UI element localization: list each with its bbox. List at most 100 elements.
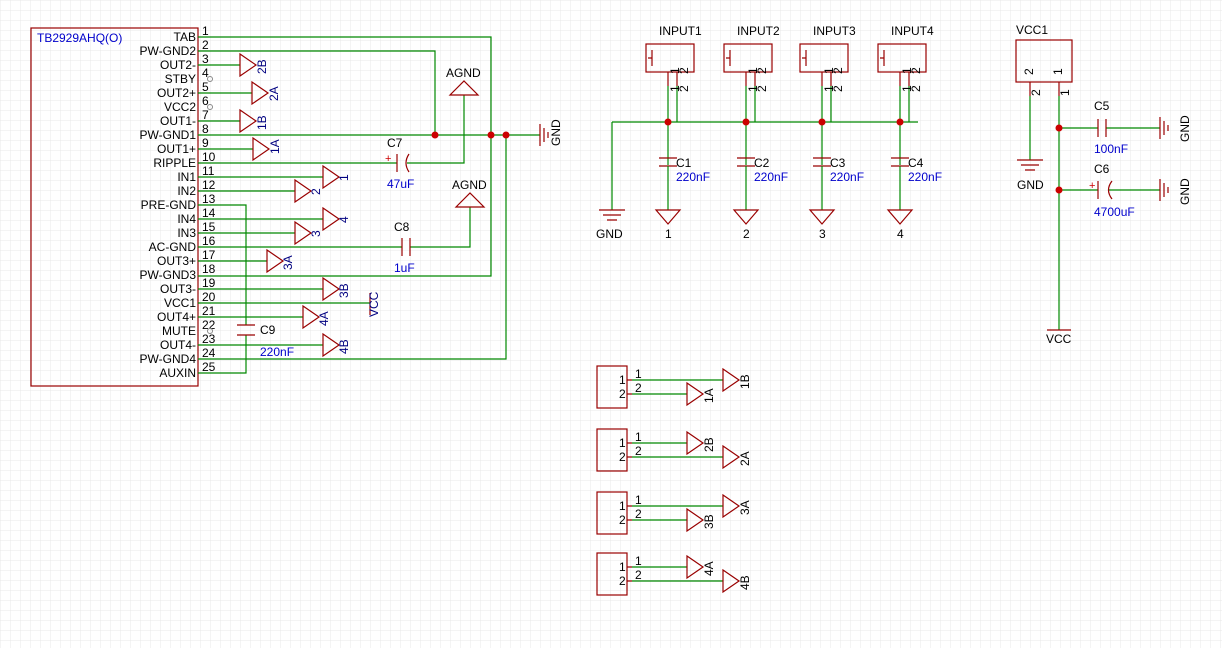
capacitor-c8[interactable]: C8 1uF	[394, 220, 415, 275]
input-pin-2-lower: 2	[755, 85, 769, 92]
ic-pin-number: 21	[202, 304, 216, 318]
ic-pin-name: OUT4-	[160, 338, 196, 352]
c5-value: 100nF	[1094, 142, 1128, 156]
speaker-connector-body	[596, 491, 628, 535]
speaker-connector-body	[596, 428, 628, 472]
input-pin-1-lower: 1	[668, 85, 682, 92]
input-flag-label: 2	[743, 227, 750, 241]
c9-ref: C9	[260, 323, 276, 337]
speaker-flag-2-label: 2A	[738, 451, 752, 466]
flag-1b-icon	[239, 108, 258, 134]
speaker-flag-icon	[686, 507, 705, 533]
gnd-label-ic: GND	[549, 119, 563, 146]
speaker-flag-icon	[686, 430, 705, 456]
ic-junctions	[431, 131, 510, 139]
speaker-flag-2-label: 1A	[702, 388, 716, 403]
input-pin-1: 1	[822, 67, 836, 74]
speaker-pin-1: 1	[635, 554, 642, 568]
speaker-pin-2-outer: 2	[619, 450, 626, 464]
speaker-pin-2: 2	[635, 507, 642, 521]
vcc-connector-block[interactable]: VCC1 2 1 2 1	[1015, 23, 1073, 96]
input-pin-1-lower: 1	[900, 85, 914, 92]
ic-pin-number: 7	[202, 108, 209, 122]
input-connector-body	[877, 43, 927, 73]
svg-text:2: 2	[1029, 89, 1043, 96]
ic-pin-number: 22	[202, 318, 216, 332]
ic-pin-number: 4	[202, 66, 209, 80]
input-pin-1: 1	[668, 67, 682, 74]
ic-pin-name: AC-GND	[149, 240, 197, 254]
input-pin-2-lower: 2	[909, 85, 923, 92]
svg-text:VCC: VCC	[367, 291, 381, 317]
ic-pin-name: PW-GND2	[140, 44, 197, 58]
vcc-wires	[1029, 96, 1160, 330]
ic-pin-number: 6	[202, 94, 209, 108]
flag-2-icon	[294, 178, 313, 204]
speaker-flag-icon	[722, 367, 741, 393]
speaker-flag-1-label: 1B	[738, 374, 752, 389]
c5-ref: C5	[1094, 99, 1110, 113]
capacitor-c7[interactable]: + C7 47uF	[385, 136, 414, 191]
ic-pin-number: 2	[202, 38, 209, 52]
ic-pin-name: PW-GND1	[140, 128, 197, 142]
speaker-flag-1-label: 2B	[702, 437, 716, 452]
ic-pin-number: 5	[202, 80, 209, 94]
ic-pin-number: 16	[202, 234, 216, 248]
input-cap-ref: C4	[908, 156, 924, 170]
input-connector-ref: INPUT2	[737, 24, 780, 38]
ic-pin-number: 18	[202, 262, 216, 276]
ic-pin-number: 1	[202, 24, 209, 38]
speaker-flag-2-label: 4B	[738, 575, 752, 590]
input-pin-2: 2	[755, 67, 769, 74]
flag-4a-icon	[302, 304, 321, 330]
input-cap-value: 220nF	[754, 170, 788, 184]
svg-text:4A: 4A	[317, 311, 331, 326]
c6-value: 4700uF	[1094, 205, 1135, 219]
speaker-flag-icon	[686, 554, 705, 580]
c8-value: 1uF	[394, 261, 415, 275]
speaker-pin-2-outer: 2	[619, 387, 626, 401]
ic-pin-name: PW-GND4	[140, 352, 197, 366]
ic-pin-name: IN4	[177, 212, 196, 226]
agnd-2-icon	[454, 192, 486, 208]
vcc-junctions	[1055, 124, 1063, 194]
gnd-label-c6: GND	[1178, 178, 1192, 205]
input-connector-body	[723, 43, 773, 73]
gnd-label-vcc: GND	[1017, 178, 1044, 192]
ic-pin-name: AUXIN	[159, 366, 196, 380]
input-connector-ref: INPUT3	[813, 24, 856, 38]
ic-pin-name: RIPPLE	[153, 156, 196, 170]
speaker-pin-1-outer: 1	[619, 436, 626, 450]
ic-pin-name: VCC2	[164, 100, 196, 114]
speaker-pin-2-outer: 2	[619, 574, 626, 588]
input-connector-body	[645, 43, 695, 73]
speaker-flag-1-label: 4A	[702, 561, 716, 576]
ic-pin-name: STBY	[165, 72, 196, 86]
ic-pin-name: OUT4+	[157, 310, 196, 324]
svg-text:1: 1	[337, 174, 351, 181]
capacitor-c9[interactable]: C9 220nF	[237, 323, 294, 359]
ic-body	[30, 27, 199, 387]
input-pin-1: 1	[746, 67, 760, 74]
input-flag-icon	[886, 209, 914, 225]
speaker-flag-icon	[722, 493, 741, 519]
input-cap-value: 220nF	[676, 170, 710, 184]
input-cap-value: 220nF	[908, 170, 942, 184]
input-connector-ref: INPUT4	[891, 24, 934, 38]
speaker-flag-icon	[686, 381, 705, 407]
speaker-connector-body	[596, 552, 628, 596]
c8-ref: C8	[394, 220, 410, 234]
input-cap-ref: C3	[830, 156, 846, 170]
ic-pin-name: MUTE	[162, 324, 196, 338]
ic-pin-number: 23	[202, 332, 216, 346]
vcc-connector-body	[1015, 39, 1073, 83]
